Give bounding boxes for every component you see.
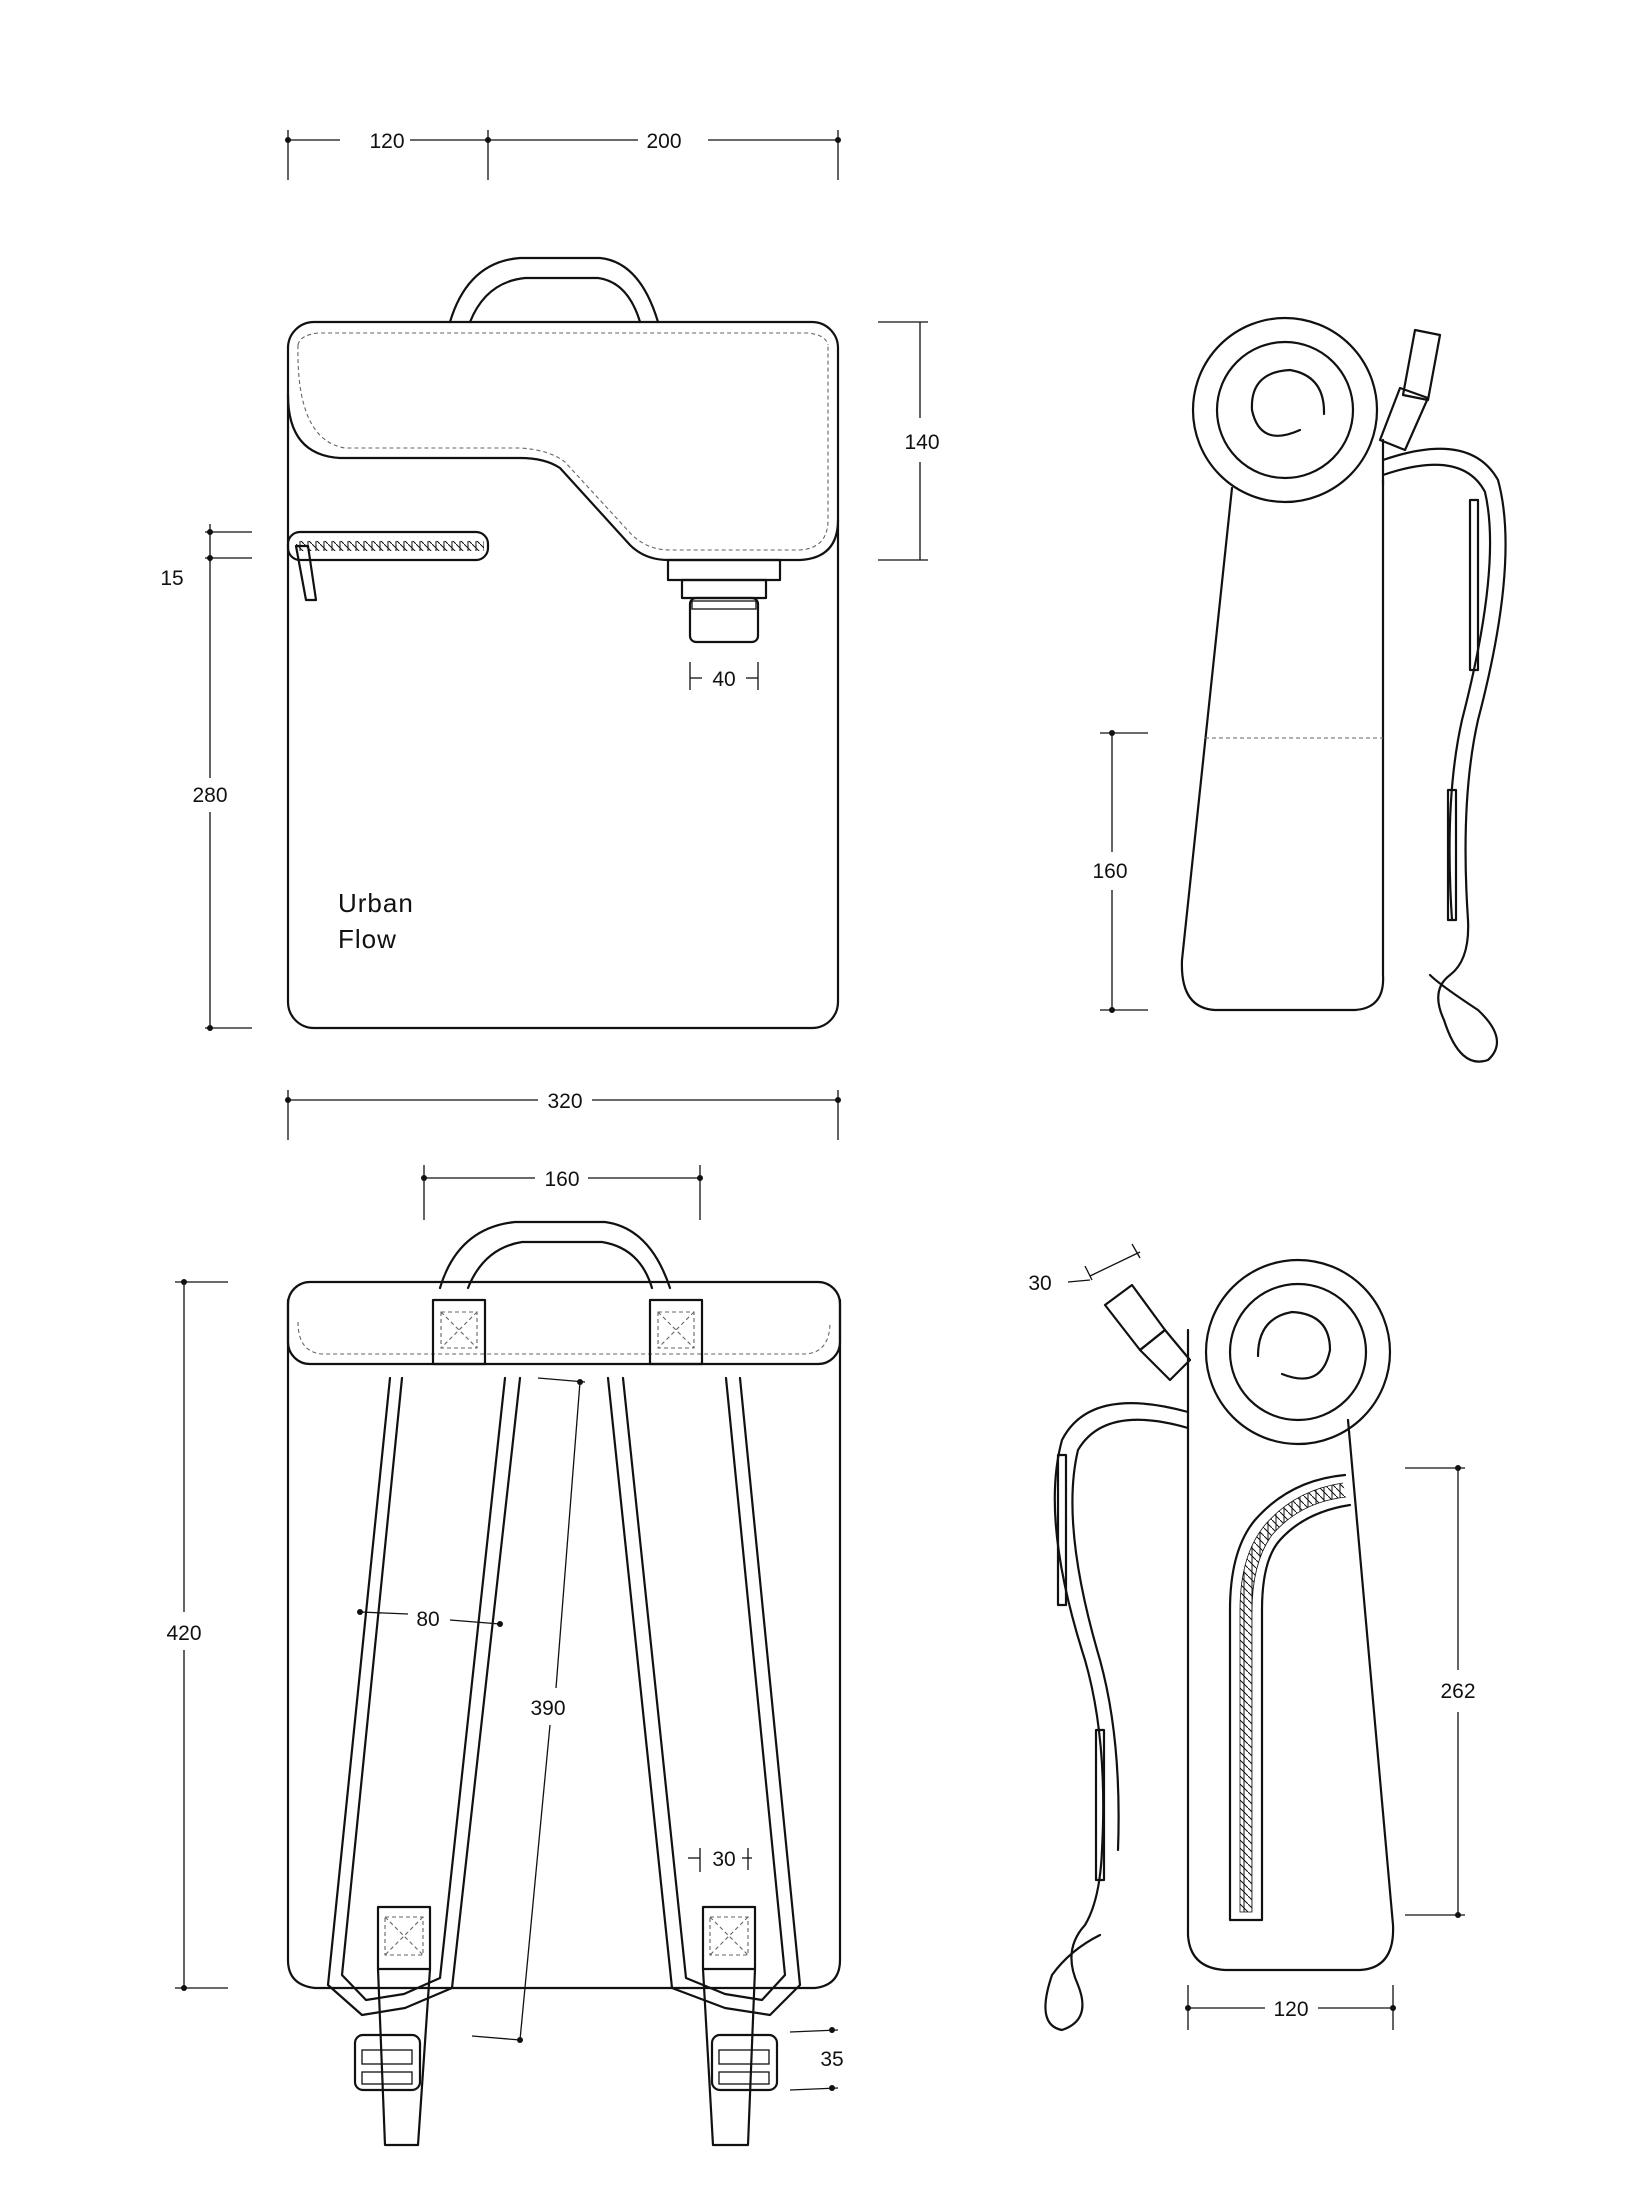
brand-line-1: Urban [338, 888, 414, 918]
side-dimensions-left: 30 262 120 [1028, 1243, 1476, 2030]
side-view-right [1180, 316, 1507, 1063]
dim-front-width: 320 [547, 1090, 582, 1113]
dim-side-depth: 120 [1273, 1998, 1308, 2021]
dim-front-right: 200 [646, 130, 681, 153]
back-view [286, 1220, 842, 2147]
dim-front-left: 120 [369, 130, 404, 153]
dim-strap-width: 80 [416, 1608, 439, 1631]
front-flap [286, 393, 840, 562]
dim-pocket-height: 280 [192, 784, 227, 807]
dim-strap-length: 390 [530, 1697, 565, 1720]
front-handle [448, 256, 660, 324]
side-view-left [1044, 1258, 1395, 2032]
side-strap-right [1381, 447, 1507, 1063]
back-strap-right [606, 1376, 802, 2017]
front-body [286, 320, 840, 1030]
side-buckle-right [1378, 328, 1442, 452]
dim-buckle-width: 40 [712, 668, 735, 691]
dim-zip-offset: 15 [160, 567, 183, 590]
back-body [286, 1298, 842, 1990]
side-strap-left [1044, 1402, 1190, 2032]
side-body-right [1180, 478, 1385, 1012]
dim-strap-inner: 30 [712, 1848, 735, 1871]
dim-strap-spacing: 160 [544, 1168, 579, 1191]
back-strap-left [326, 1376, 522, 2017]
back-dimensions: 160 420 80 390 30 35 [166, 1165, 844, 2091]
front-zipper [286, 530, 490, 602]
front-buckle [666, 558, 782, 644]
brand-line-2: Flow [338, 924, 397, 954]
dim-side-zip-length: 262 [1440, 1680, 1475, 1703]
side-body-left [1186, 1328, 1395, 1972]
dim-side-buckle-width: 30 [1028, 1272, 1051, 1295]
front-dimensions: 120 200 140 15 280 40 320 [160, 130, 940, 1140]
back-top-panel [286, 1280, 842, 1366]
front-view: Urban Flow [286, 256, 840, 1030]
dim-back-height: 420 [166, 1622, 201, 1645]
side-buckle-left [1103, 1283, 1192, 1382]
dim-side-bottom-height: 160 [1092, 860, 1127, 883]
dim-buckle-height: 35 [820, 2048, 843, 2071]
dim-flap-height: 140 [904, 431, 939, 454]
side-dimensions-right: 160 [1092, 730, 1148, 1013]
side-zipper [1228, 1473, 1352, 1922]
